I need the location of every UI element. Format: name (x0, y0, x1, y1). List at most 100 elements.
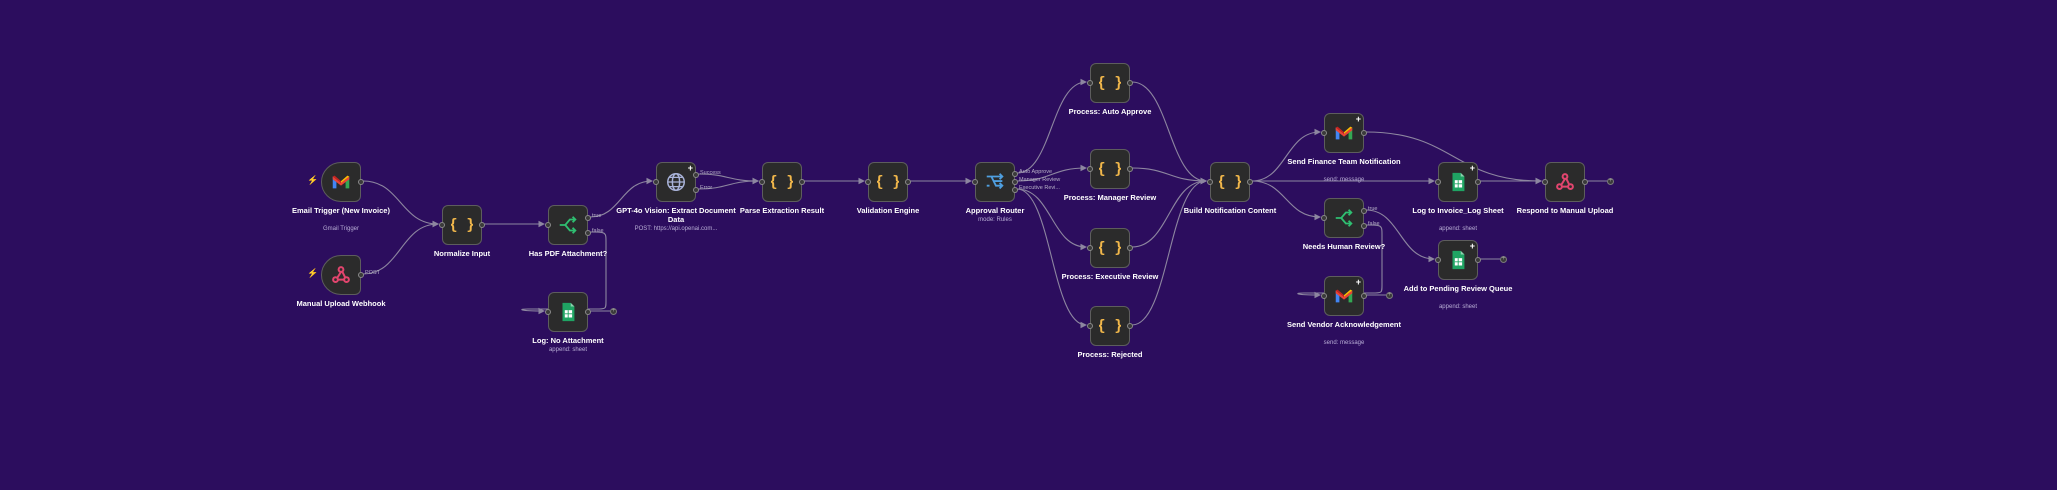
output-port[interactable] (1475, 179, 1481, 185)
node-manager-review[interactable]: { } (1087, 149, 1133, 189)
edge-exec-review-to-build-notif[interactable] (1131, 177, 1208, 248)
edge-needs-human-to-pending-queue[interactable] (1365, 209, 1436, 263)
output-port[interactable] (693, 172, 699, 178)
node-validate[interactable]: { } (865, 162, 911, 202)
add-node-button[interactable]: + (1607, 177, 1614, 185)
output-port[interactable] (1361, 293, 1367, 299)
node-email-trigger[interactable] (321, 162, 364, 202)
edge-rejected-to-build-notif[interactable] (1131, 177, 1208, 326)
output-port[interactable] (1127, 166, 1133, 172)
edge-router-to-exec-review[interactable] (1016, 188, 1088, 251)
output-port[interactable] (799, 179, 805, 185)
node-send-finance[interactable]: + (1321, 113, 1367, 153)
output-port[interactable] (1361, 130, 1367, 136)
edge-has-pdf-to-gpt-vision[interactable] (589, 177, 654, 218)
node-log-no-attach[interactable] (545, 292, 591, 332)
edge-auto-approve-to-build-notif[interactable] (1131, 81, 1208, 185)
edge-has-pdf-to-log-no-attach[interactable] (521, 231, 607, 315)
node-webhook[interactable] (321, 255, 364, 295)
node-send-vendor[interactable]: + (1321, 276, 1367, 316)
node-normalize[interactable]: { } (439, 205, 485, 245)
input-port[interactable] (1087, 245, 1093, 251)
edge-needs-human-to-send-vendor[interactable] (1297, 224, 1383, 299)
output-port[interactable] (1127, 245, 1133, 251)
output-port[interactable] (358, 179, 364, 185)
edge-router-to-auto-approve[interactable] (1016, 78, 1088, 174)
node-label: Log: No Attachment (532, 336, 604, 345)
add-node-button[interactable]: + (1386, 291, 1393, 299)
output-port[interactable] (1582, 179, 1588, 185)
svg-text:{ }: { } (451, 217, 473, 234)
input-port[interactable] (1321, 130, 1327, 136)
input-port[interactable] (865, 179, 871, 185)
edge-webhook-to-normalize[interactable] (362, 220, 440, 275)
input-port[interactable] (972, 179, 978, 185)
input-port[interactable] (1435, 179, 1441, 185)
svg-text:{ }: { } (1099, 318, 1121, 335)
input-port[interactable] (759, 179, 765, 185)
edge-build-notif-to-needs-human[interactable] (1251, 180, 1322, 221)
input-port[interactable] (439, 222, 445, 228)
output-port[interactable] (1247, 179, 1253, 185)
output-port[interactable] (1361, 208, 1367, 214)
node-pending-queue[interactable]: + (1435, 240, 1481, 280)
google-sheets-icon (1439, 163, 1477, 201)
output-port[interactable] (1127, 80, 1133, 86)
add-node-button[interactable]: + (1500, 255, 1507, 263)
output-label: Success (700, 170, 721, 176)
input-port[interactable] (545, 222, 551, 228)
node-subtitle: POST: https://api.openai.com... (634, 226, 718, 232)
output-port[interactable] (1361, 223, 1367, 229)
webhook-icon (322, 256, 360, 294)
output-port[interactable] (905, 179, 911, 185)
node-build-notif[interactable]: { } (1207, 162, 1253, 202)
node-has-pdf[interactable] (545, 205, 591, 245)
switch-router-icon (976, 163, 1014, 201)
input-port[interactable] (1542, 179, 1548, 185)
output-port[interactable] (358, 272, 364, 278)
input-port[interactable] (1435, 257, 1441, 263)
edge-build-notif-to-send-finance[interactable] (1251, 128, 1322, 182)
edge-send-finance-to-respond[interactable] (1365, 131, 1543, 185)
edge-router-to-rejected[interactable] (1016, 188, 1088, 329)
edge-manager-review-to-build-notif[interactable] (1131, 167, 1208, 185)
output-port[interactable] (1012, 187, 1018, 193)
add-node-button[interactable]: + (610, 307, 617, 315)
output-port[interactable] (1127, 323, 1133, 329)
edge-router-to-manager-review[interactable] (1016, 164, 1088, 182)
input-port[interactable] (653, 179, 659, 185)
output-port[interactable] (1012, 171, 1018, 177)
gmail-icon (322, 163, 360, 201)
input-port[interactable] (1087, 166, 1093, 172)
input-port[interactable] (1321, 215, 1327, 221)
trigger-bolt-icon: ⚡ (307, 268, 319, 278)
output-port[interactable] (1012, 179, 1018, 185)
node-router[interactable] (972, 162, 1018, 202)
output-port[interactable] (585, 230, 591, 236)
edge-email-trigger-to-normalize[interactable] (362, 180, 440, 228)
node-needs-human[interactable] (1321, 198, 1367, 238)
output-label: false (592, 228, 604, 234)
output-port[interactable] (585, 309, 591, 315)
input-port[interactable] (1087, 323, 1093, 329)
output-port[interactable] (585, 215, 591, 221)
output-port[interactable] (1475, 257, 1481, 263)
output-port[interactable] (693, 187, 699, 193)
node-exec-review[interactable]: { } (1087, 228, 1133, 268)
gmail-icon (1325, 114, 1363, 152)
input-port[interactable] (1321, 293, 1327, 299)
node-auto-approve[interactable]: { } (1087, 63, 1133, 103)
input-port[interactable] (545, 309, 551, 315)
output-port[interactable] (479, 222, 485, 228)
output-label: Manager Review (1019, 177, 1061, 183)
node-label: GPT-4o Vision: Extract Document Data (616, 206, 736, 224)
edge-gpt-vision-to-parse[interactable] (697, 177, 760, 190)
node-log-invoice[interactable]: + (1435, 162, 1481, 202)
input-port[interactable] (1087, 80, 1093, 86)
node-respond[interactable] (1542, 162, 1588, 202)
input-port[interactable] (1207, 179, 1213, 185)
node-gpt-vision[interactable]: + (653, 162, 699, 202)
node-rejected[interactable]: { } (1087, 306, 1133, 346)
node-parse[interactable]: { } (759, 162, 805, 202)
